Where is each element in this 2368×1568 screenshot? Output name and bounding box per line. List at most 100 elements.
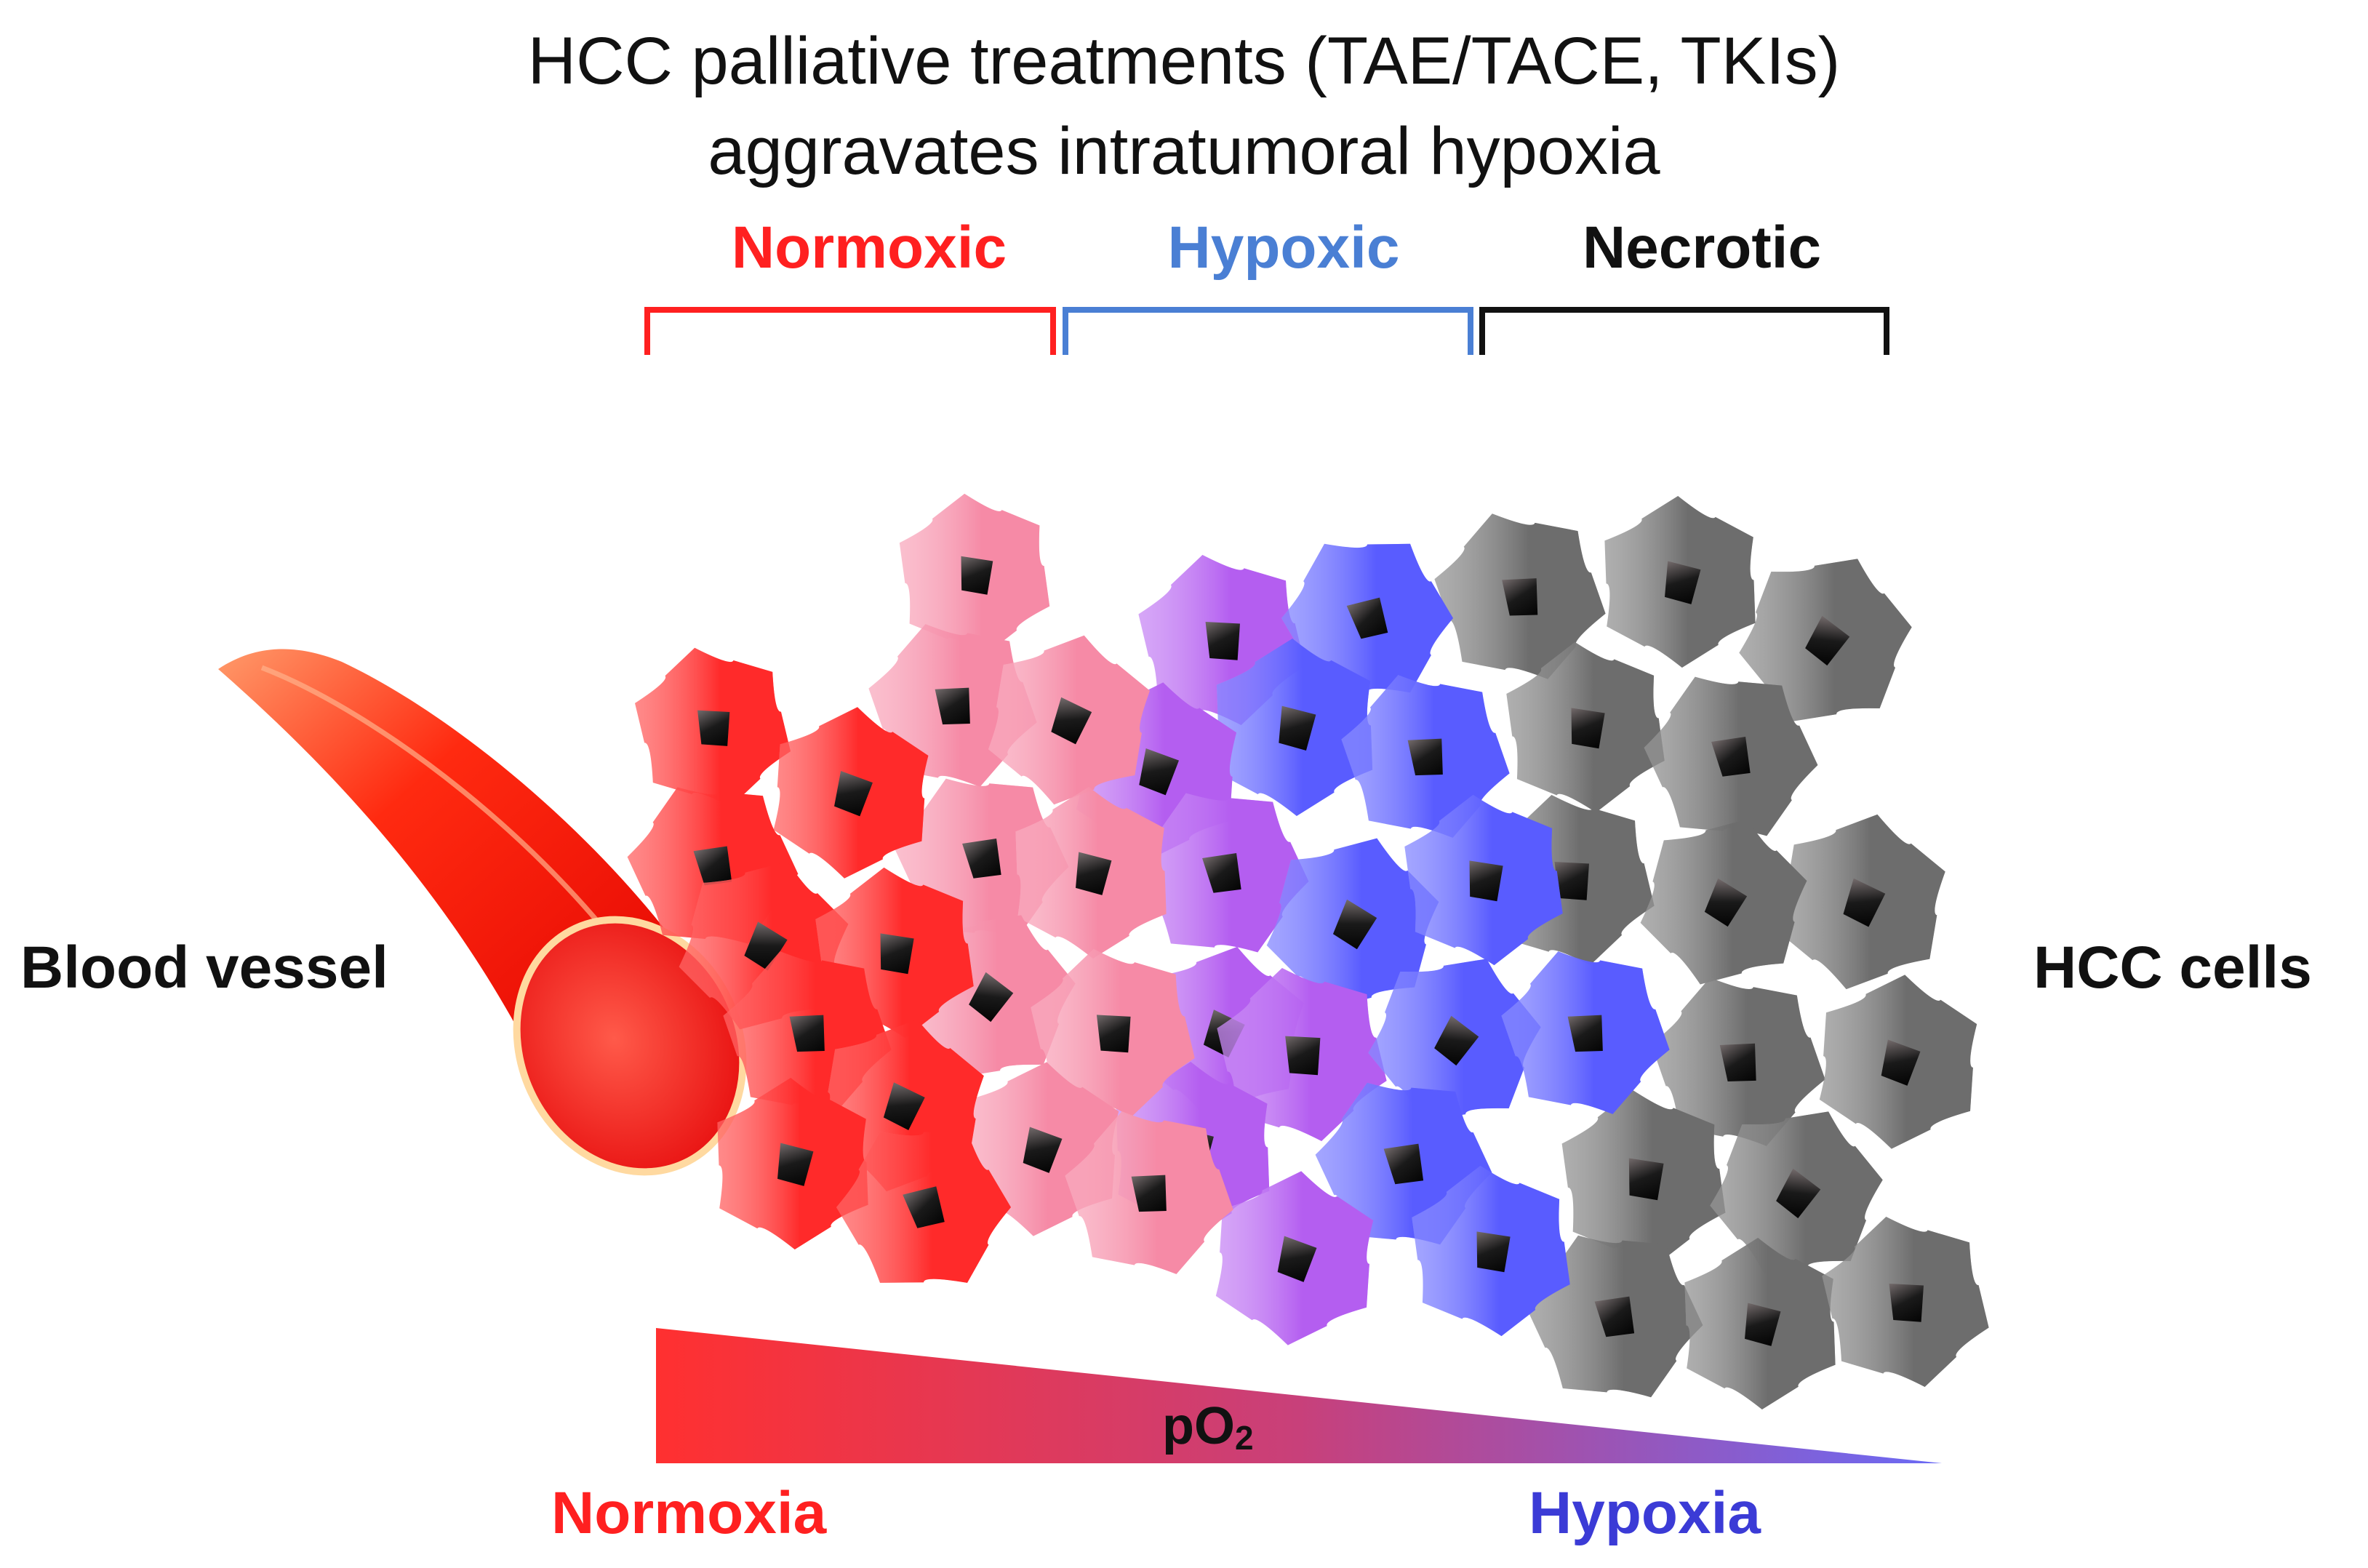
cell-nucleus [1023,1127,1063,1173]
cell-nucleus [1554,862,1589,900]
hcc-cell [635,647,791,807]
hcc-cell [1640,819,1807,985]
hcc-cell [1216,639,1373,816]
hcc-cell [1434,513,1606,679]
cell-nucleus [1567,1015,1603,1052]
po2-label: pO2 [1162,1396,1254,1457]
cell-nucleus [1383,1143,1424,1185]
cell-nucleus [1277,1236,1317,1282]
cell-nucleus [1346,597,1388,639]
blood-vessel-illustration [218,649,747,1176]
hcc-cell [1015,787,1167,959]
cell-nucleus [1628,1158,1664,1201]
cell-nucleus [1476,1231,1511,1273]
cell-nucleus [883,1082,925,1130]
hcc-cell [1644,676,1818,836]
cell-nucleus [1407,738,1443,776]
hcc-cell [1822,1217,1989,1387]
cell-nucleus [1202,853,1241,893]
cell-nucleus [961,556,993,595]
zone-bracket-hypoxic [1063,307,1473,355]
zone-bracket-normoxic [644,307,1056,355]
hcc-cell [1404,794,1563,966]
cell-nucleus [935,687,970,725]
hcc-cell [1412,1165,1570,1337]
zone-label-normoxic: Normoxic [731,215,1007,281]
cell-nucleus [1131,1175,1167,1212]
cell-nucleus [1889,1284,1924,1322]
po2-subscript: 2 [1234,1419,1254,1457]
cell-nucleus [1502,578,1538,616]
hcc-cell [1739,559,1912,721]
hcc-cell [1341,675,1510,838]
zone-brackets [644,307,1889,355]
po2-wedge [656,1328,1942,1463]
cell-nucleus [1096,1015,1131,1053]
cell-nucleus [1704,878,1748,927]
cell-nucleus [1469,860,1503,902]
cell-nucleus [834,771,873,817]
cell-nucleus [962,839,1001,879]
hcc-cell [1778,814,1945,990]
cell-nucleus [789,1015,825,1052]
hcc-cell-cluster [627,493,1989,1409]
hcc-cell [1065,1111,1233,1274]
cell-nucleus [1665,561,1701,604]
hcc-cell [1215,1171,1374,1345]
hcc-cell [773,707,929,879]
cell-nucleus [1745,1303,1781,1346]
hcc-cell [899,493,1050,656]
cell-nucleus [880,933,914,975]
hcc-cell [1819,975,1977,1149]
hcc-cell [988,635,1150,805]
po2-gradient-wedge [656,1328,1942,1463]
cell-nucleus [1051,697,1092,745]
cell-nucleus [1076,852,1112,895]
cell-nucleus [693,846,732,886]
hcc-cell [717,1078,868,1249]
blood-vessel-label: Blood vessel [20,935,388,1001]
cell-nucleus [1571,708,1605,749]
cell-nucleus [1719,1043,1756,1081]
hcc-cell [1368,959,1541,1121]
hcc-cells-label: HCC cells [2033,935,2312,1001]
hcc-cell [1561,1089,1726,1267]
cell-nucleus [1843,878,1886,927]
hcc-cell [836,1132,1011,1283]
hcc-cell [1217,968,1387,1141]
cell-nucleus [1279,705,1316,751]
cell-nucleus [1205,622,1240,660]
cell-nucleus [903,1186,945,1228]
hcc-cell [1684,1238,1836,1409]
hcc-cell [1651,977,1825,1146]
cell-nucleus [1711,737,1751,777]
hcc-cell [1031,948,1195,1117]
po2-text: pO [1162,1397,1235,1455]
cell-nucleus [1805,615,1850,666]
cell-nucleus [1285,1036,1321,1076]
cell-nucleus [1434,1015,1479,1066]
hcc-cell [1281,543,1453,693]
hcc-cell [1506,641,1665,813]
title-line-1: HCC palliative treatments (TAE/TACE, TKI… [527,24,1841,98]
cell-nucleus [969,972,1014,1023]
cell-nucleus [1881,1039,1921,1086]
cell-nucleus [697,710,730,746]
zone-label-necrotic: Necrotic [1582,215,1822,281]
normoxia-label: Normoxia [551,1480,827,1546]
title-line-2: aggravates intratumoral hypoxia [708,114,1660,188]
zone-bracket-necrotic [1479,307,1889,355]
cell-nucleus [1776,1168,1821,1219]
hcc-cell [1604,496,1756,668]
hcc-cell [1266,838,1439,1009]
hcc-cell [1710,1111,1883,1274]
cell-nucleus [1594,1296,1635,1337]
hypoxia-label: Hypoxia [1529,1480,1761,1546]
cell-nucleus [1332,899,1377,950]
hcc-cell [1135,793,1309,953]
zone-label-hypoxic: Hypoxic [1167,215,1400,281]
cell-nucleus [777,1143,814,1186]
cell-nucleus [744,921,788,971]
